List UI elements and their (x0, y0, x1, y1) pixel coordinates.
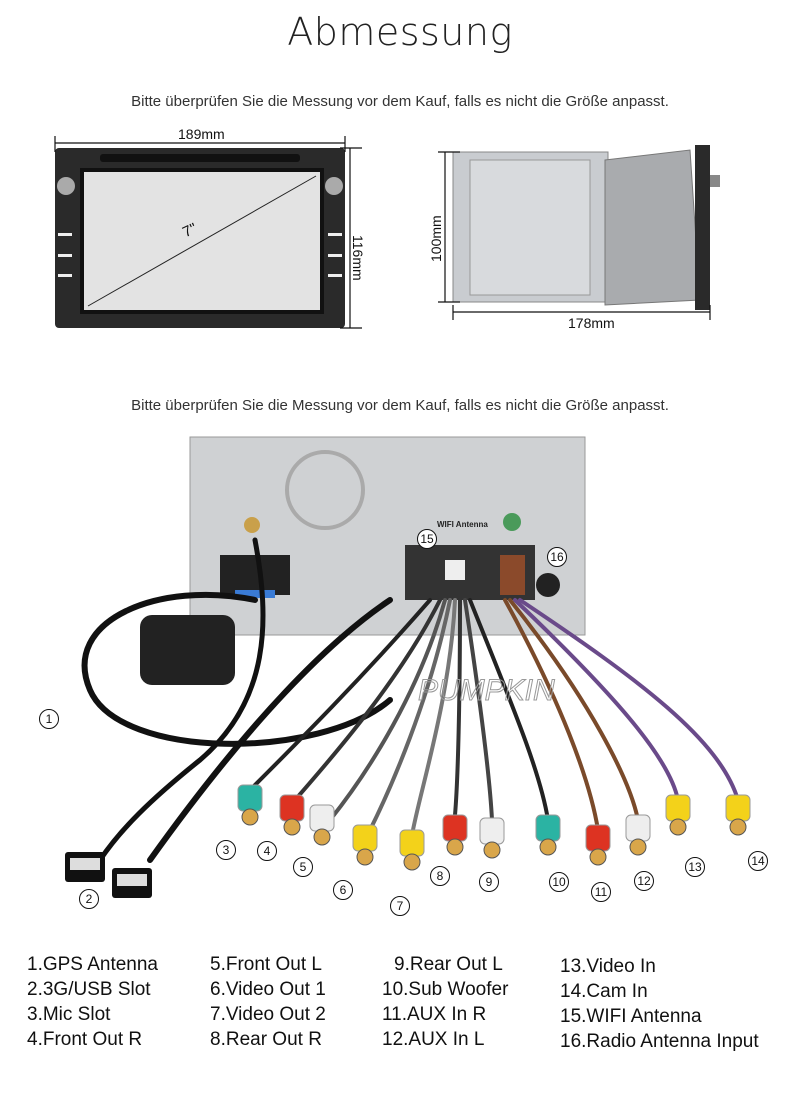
legend-item: 3.Mic Slot (27, 1004, 111, 1025)
callout-4: 4 (257, 841, 277, 861)
side-dimension-lines (438, 151, 711, 320)
rca-plug (665, 794, 691, 822)
callout-7: 7 (390, 896, 410, 916)
legend-item: 15.WIFI Antenna (560, 1006, 702, 1027)
legend-column-2: 5.Front Out L 6.Video Out 1 7.Video Out 2 8… (210, 952, 326, 1052)
rca-plug (399, 829, 425, 857)
gps-antenna-puck (140, 615, 235, 685)
rca-tip (589, 848, 607, 866)
rca-tip (356, 848, 374, 866)
legend-item: 7.Video Out 2 (210, 1004, 326, 1025)
rca-connectors (237, 784, 751, 871)
front-unit-image (55, 148, 345, 328)
callout-5: 5 (293, 857, 313, 877)
wifi-antenna-label: WIFI Antenna (437, 520, 488, 529)
legend-item: 12.AUX In L (382, 1029, 485, 1050)
page-title: Abmessung (287, 10, 513, 54)
legend-item: 5.Front Out L (210, 954, 322, 975)
rca-plug (309, 804, 335, 832)
rca-plug (279, 794, 305, 822)
callout-13: 13 (685, 857, 705, 877)
legend-column-4: 13.Video In 14.Cam In 15.WIFI Antenna 16.Ra… (560, 954, 759, 1054)
rca-plug (625, 814, 651, 842)
rca-plug (725, 794, 751, 822)
legend-item: 13.Video In (560, 956, 656, 977)
callout-6: 6 (333, 880, 353, 900)
front-height-label: 116mm (350, 235, 366, 281)
rca-plug (479, 817, 505, 845)
callout-2: 2 (79, 889, 99, 909)
legend-item: 6.Video Out 1 (210, 979, 326, 1000)
legend-item: 9.Rear Out L (394, 954, 503, 975)
legend-item: 11.AUX In R (382, 1004, 487, 1025)
rca-tip (539, 838, 557, 856)
rca-plug (585, 824, 611, 852)
legend-item: 1.GPS Antenna (27, 954, 158, 975)
rca-plug (352, 824, 378, 852)
rca-tip (403, 853, 421, 871)
side-depth-label: 178mm (568, 315, 615, 331)
callout-3: 3 (216, 840, 236, 860)
measurement-note-bottom: Bitte überprüfen Sie die Messung vor dem… (131, 397, 669, 414)
callout-15: 15 (417, 529, 437, 549)
rca-tip (446, 838, 464, 856)
front-width-label: 189mm (178, 126, 225, 142)
rca-plug (237, 784, 263, 812)
rca-plug (535, 814, 561, 842)
callout-16: 16 (547, 547, 567, 567)
rca-tip (241, 808, 259, 826)
legend-column-3: 9.Rear Out L 10.Sub Woofer 11.AUX In R 12.A… (382, 952, 508, 1052)
legend-item: 2.3G/USB Slot (27, 979, 151, 1000)
rca-plug (442, 814, 468, 842)
callout-10: 10 (549, 872, 569, 892)
rca-tip (669, 818, 687, 836)
legend-item: 14.Cam In (560, 981, 648, 1002)
watermark-logo: PUMPKIN (418, 674, 555, 707)
usb-plugs (65, 852, 152, 898)
cables (81, 537, 740, 863)
legend-item: 16.Radio Antenna Input (560, 1031, 759, 1052)
callout-1: 1 (39, 709, 59, 729)
callout-14: 14 (748, 851, 768, 871)
rca-tip (629, 838, 647, 856)
callout-8: 8 (430, 866, 450, 886)
callout-11: 11 (591, 882, 611, 902)
measurement-note-top: Bitte überprüfen Sie die Messung vor dem… (131, 93, 669, 110)
callout-9: 9 (479, 872, 499, 892)
callout-12: 12 (634, 871, 654, 891)
rca-tip (313, 828, 331, 846)
legend-item: 10.Sub Woofer (382, 979, 509, 1000)
legend-item: 8.Rear Out R (210, 1029, 322, 1050)
legend-column-1: 1.GPS Antenna 2.3G/USB Slot 3.Mic Slot 4.Fr… (27, 952, 158, 1052)
front-dimension-lines (54, 136, 362, 329)
rca-tip (729, 818, 747, 836)
rca-tip (483, 841, 501, 859)
side-height-label: 100mm (428, 215, 444, 262)
legend-item: 4.Front Out R (27, 1029, 143, 1050)
rca-tip (283, 818, 301, 836)
side-unit-image (452, 145, 720, 310)
